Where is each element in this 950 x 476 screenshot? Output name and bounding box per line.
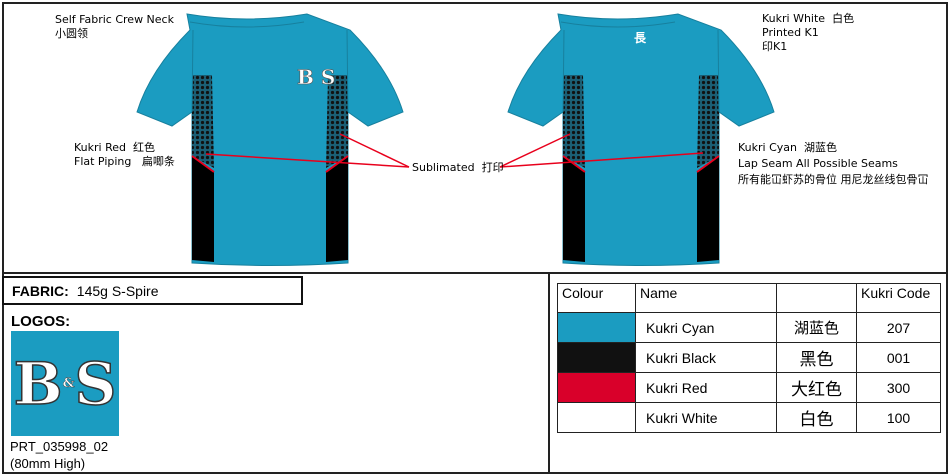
colour-name: Kukri Cyan	[635, 312, 777, 343]
colour-name: Kukri Red	[635, 372, 777, 403]
header-name: Name	[635, 283, 777, 313]
colour-code: 100	[856, 402, 941, 433]
garment-panel	[2, 2, 948, 274]
logo-letter-b: B	[13, 349, 64, 418]
garment-drawing: B S ⻑	[136, 13, 775, 267]
colour-code: 300	[856, 372, 941, 403]
logo-letter-s: S	[74, 349, 117, 418]
k1-mark: ⻑	[634, 30, 647, 45]
header-code: Kukri Code	[856, 283, 941, 313]
swatch	[557, 342, 636, 373]
colour-name: Kukri Black	[635, 342, 777, 373]
colour-cn: 黑色	[776, 342, 857, 373]
colour-panel	[549, 274, 948, 474]
svg-text:B S: B S	[297, 65, 335, 89]
fabric-box: FABRIC:145g S-Spire	[2, 276, 303, 305]
colour-cn: 湖蓝色	[776, 312, 857, 343]
fabric-logo-panel	[2, 274, 550, 474]
header-chinese	[776, 283, 857, 313]
colour-cn: 白色	[776, 402, 857, 433]
callout-lines	[205, 133, 704, 168]
swatch	[557, 312, 636, 343]
logos-label: LOGOS:	[11, 313, 71, 330]
swatch	[557, 402, 636, 433]
sublimated-note: Sublimated 打印	[412, 161, 504, 174]
front-shirt	[136, 13, 404, 267]
logo-ampersand: &	[62, 376, 75, 391]
back-shirt	[507, 13, 775, 267]
colour-name: Kukri White	[635, 402, 777, 433]
logo-caption: PRT_035998_02(80mm High)	[10, 439, 109, 471]
colour-cn: 大红色	[776, 372, 857, 403]
colour-code: 207	[856, 312, 941, 343]
swatch	[557, 372, 636, 403]
header-colour: Colour	[557, 283, 636, 313]
front-chest-logo: B S	[297, 65, 336, 90]
table-header: Colour Name Kukri Code	[557, 283, 941, 313]
colour-code: 001	[856, 342, 941, 373]
bs-logo-image: B&S	[11, 331, 119, 436]
